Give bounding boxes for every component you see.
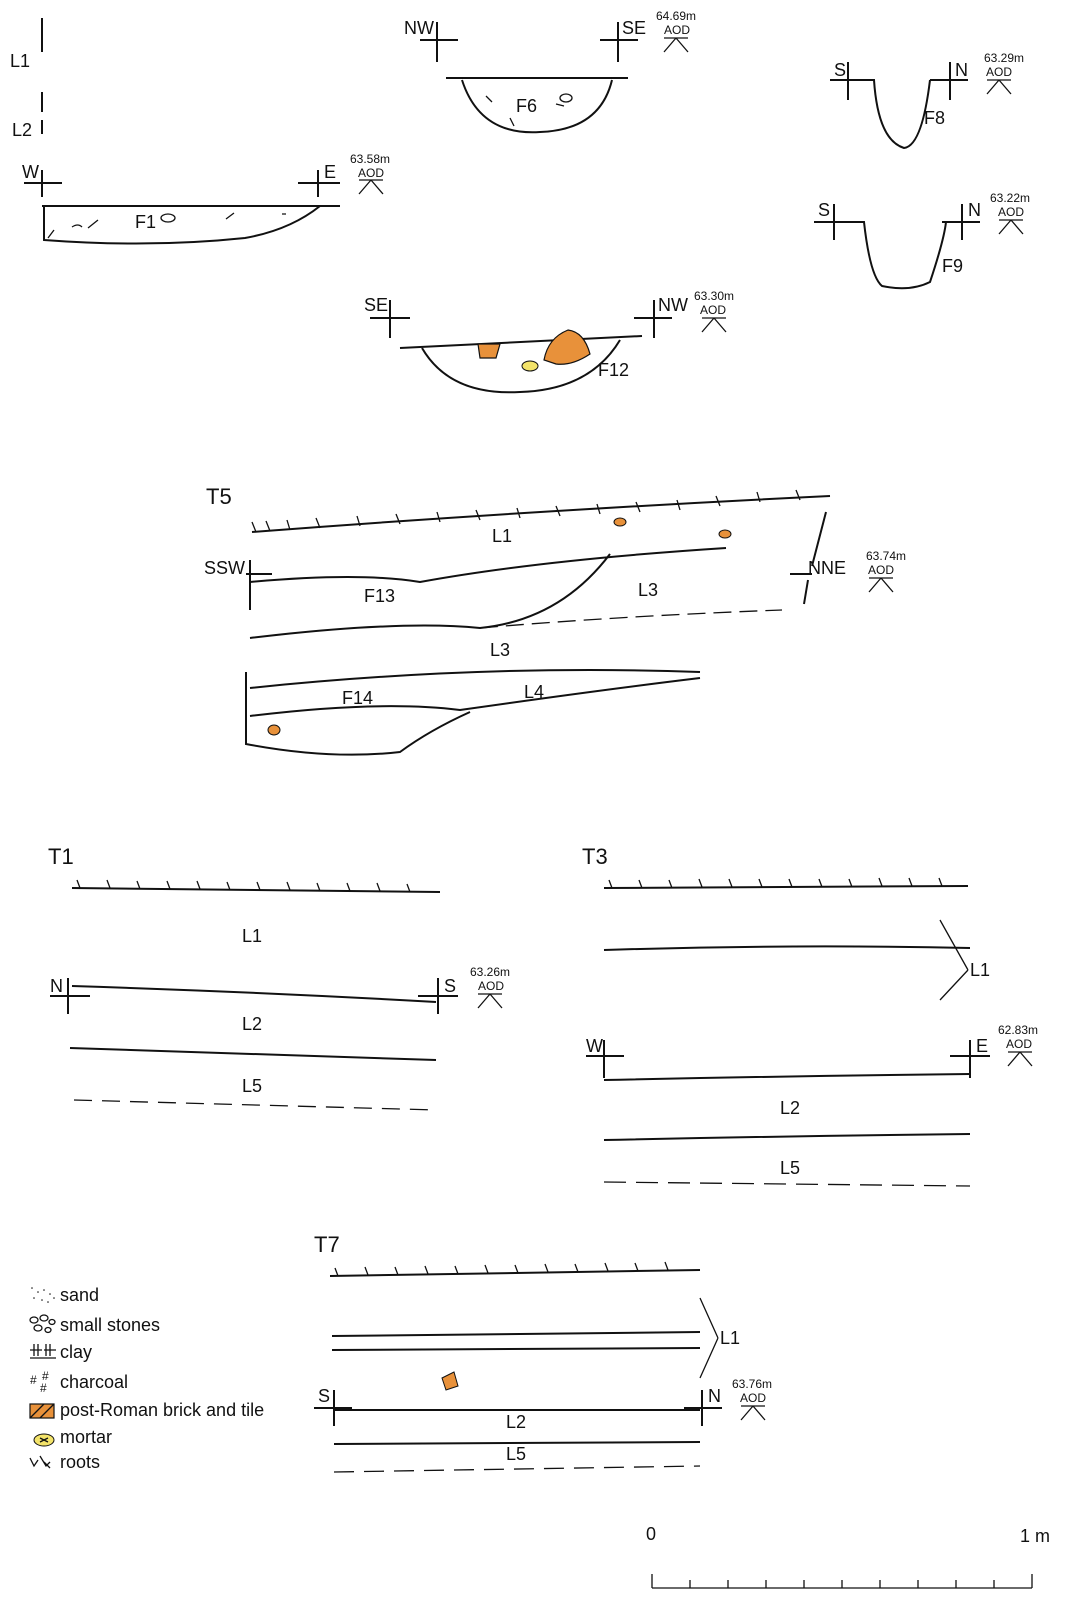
trench-title: T7 bbox=[314, 1232, 340, 1257]
orientation-right: SE bbox=[622, 18, 646, 38]
level-value: 63.30m bbox=[694, 289, 734, 303]
orientation-left: S bbox=[318, 1386, 330, 1406]
orientation-left: N bbox=[50, 976, 63, 996]
sand-icon bbox=[31, 1287, 55, 1303]
orientation-right: S bbox=[444, 976, 456, 996]
layer-label: L1 bbox=[492, 526, 512, 546]
layer-label: L2 bbox=[506, 1412, 526, 1432]
layer-label: F13 bbox=[364, 586, 395, 606]
legend-label: mortar bbox=[60, 1427, 112, 1447]
layer-label: L2 bbox=[12, 120, 32, 140]
layer-label: L1 bbox=[720, 1328, 740, 1348]
layer-label: L1 bbox=[10, 51, 30, 71]
aod-label: AOD bbox=[1006, 1037, 1032, 1051]
orientation-right: NNE bbox=[808, 558, 846, 578]
trench-title: T3 bbox=[582, 844, 608, 869]
orientation-left: SE bbox=[364, 295, 388, 315]
orientation-left: W bbox=[22, 162, 39, 182]
layer-label: L1 bbox=[242, 926, 262, 946]
trench-t7: T7 L1 S N 63.76m AOD L2 L5 bbox=[314, 1232, 772, 1473]
legend-label: post-Roman brick and tile bbox=[60, 1400, 264, 1420]
level-value: 63.22m bbox=[990, 191, 1030, 205]
level-value: 63.76m bbox=[732, 1377, 772, 1391]
layer-label: L5 bbox=[780, 1158, 800, 1178]
roots-icon bbox=[29, 1455, 51, 1469]
aod-label: AOD bbox=[868, 563, 894, 577]
legend-label: clay bbox=[60, 1342, 92, 1362]
aod-label: AOD bbox=[740, 1391, 766, 1405]
charcoal-icon: ### bbox=[30, 1369, 49, 1395]
brick-tile-icon bbox=[29, 1403, 55, 1419]
feature-label: F1 bbox=[135, 212, 156, 232]
aod-label: AOD bbox=[998, 205, 1024, 219]
layer-label: F14 bbox=[342, 688, 373, 708]
trench-t1: T1 N S 63.26m AOD L1 L2 L5 bbox=[48, 844, 510, 1111]
feature-label: F8 bbox=[924, 108, 945, 128]
svg-text:#: # bbox=[42, 1369, 49, 1383]
trench-title: T5 bbox=[206, 484, 232, 509]
orientation-left: W bbox=[586, 1036, 603, 1056]
section-f12: SE NW 63.30m AOD F12 bbox=[364, 289, 734, 394]
svg-text:#: # bbox=[30, 1373, 37, 1387]
section-f6: NW SE 64.69m AOD F6 bbox=[404, 9, 696, 134]
trench-title: T1 bbox=[48, 844, 74, 869]
scale-start-label: 0 bbox=[646, 1524, 656, 1544]
section-f1: L1 L2 W E 63.58m AOD F1 bbox=[10, 18, 390, 245]
level-value: 64.69m bbox=[656, 9, 696, 23]
layer-label: L3 bbox=[490, 640, 510, 660]
legend-label: charcoal bbox=[60, 1372, 128, 1392]
svg-text:#: # bbox=[40, 1381, 47, 1395]
layer-label: L5 bbox=[242, 1076, 262, 1096]
aod-label: AOD bbox=[700, 303, 726, 317]
level-value: 63.29m bbox=[984, 51, 1024, 65]
layer-label: L3 bbox=[638, 580, 658, 600]
orientation-right: E bbox=[976, 1036, 988, 1056]
aod-label: AOD bbox=[478, 979, 504, 993]
orientation-right: NW bbox=[658, 295, 688, 315]
feature-label: F9 bbox=[942, 256, 963, 276]
scale-end-label: 1 m bbox=[1020, 1526, 1050, 1546]
trench-t3: T3 L1 W E 62.83m AOD L2 L5 bbox=[582, 844, 1038, 1187]
section-f8: S N 63.29m AOD F8 bbox=[830, 51, 1024, 150]
orientation-right: N bbox=[955, 60, 968, 80]
orientation-right: E bbox=[324, 162, 336, 182]
layer-label: L2 bbox=[780, 1098, 800, 1118]
feature-label: F12 bbox=[598, 360, 629, 380]
legend-label: sand bbox=[60, 1285, 99, 1305]
orientation-left: NW bbox=[404, 18, 434, 38]
layer-label: L2 bbox=[242, 1014, 262, 1034]
orientation-right: N bbox=[708, 1386, 721, 1406]
small-stones-icon bbox=[29, 1314, 56, 1334]
clay-icon bbox=[30, 1344, 56, 1359]
level-value: 63.74m bbox=[866, 549, 906, 563]
mortar-icon bbox=[33, 1433, 55, 1447]
layer-label: L1 bbox=[970, 960, 990, 980]
layer-label: L5 bbox=[506, 1444, 526, 1464]
orientation-left: SSW bbox=[204, 558, 245, 578]
layer-label: L4 bbox=[524, 682, 544, 702]
feature-label: F6 bbox=[516, 96, 537, 116]
orientation-left: S bbox=[818, 200, 830, 220]
level-value: 63.26m bbox=[470, 965, 510, 979]
trench-t5: T5 SSW NNE 63.74m AOD L1 F13 L3 L3 F14 L… bbox=[204, 484, 906, 756]
section-f9: S N 63.22m AOD F9 bbox=[814, 191, 1030, 290]
legend-label: small stones bbox=[60, 1315, 160, 1335]
level-value: 63.58m bbox=[350, 152, 390, 166]
legend: sand small stones clay ### charcoal post… bbox=[29, 1285, 264, 1472]
aod-label: AOD bbox=[664, 23, 690, 37]
aod-label: AOD bbox=[986, 65, 1012, 79]
level-value: 62.83m bbox=[998, 1023, 1038, 1037]
orientation-right: N bbox=[968, 200, 981, 220]
scale-bar: 0 1 m bbox=[646, 1524, 1050, 1589]
aod-label: AOD bbox=[358, 166, 384, 180]
legend-label: roots bbox=[60, 1452, 100, 1472]
orientation-left: S bbox=[834, 60, 846, 80]
